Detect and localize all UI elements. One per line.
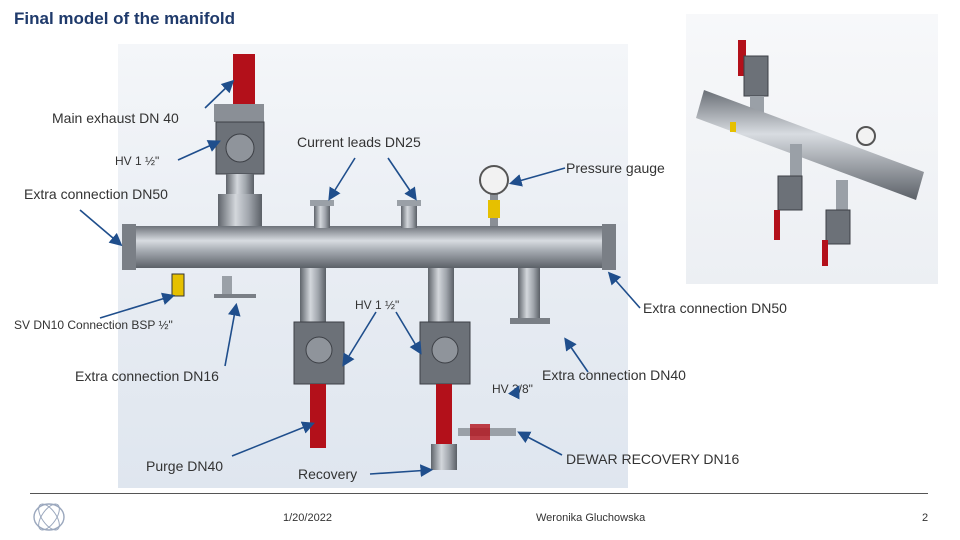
label-pressure-gauge: Pressure gauge <box>566 160 665 176</box>
label-extra-dn50-right: Extra connection DN50 <box>643 300 787 316</box>
label-hv-top: HV 1 ½" <box>115 154 160 168</box>
arrow-extra-dn50-left <box>79 209 123 247</box>
label-dewar-recovery: DEWAR RECOVERY DN16 <box>566 451 740 467</box>
footer-page-number: 2 <box>922 512 929 524</box>
label-extra-dn40: Extra connection DN40 <box>542 367 686 383</box>
label-purge: Purge DN40 <box>146 458 224 474</box>
manifold-front-view-image <box>118 44 628 488</box>
label-extra-dn16: Extra connection DN16 <box>75 368 219 384</box>
label-hv-3-8: HV 3/8" <box>492 382 533 396</box>
label-sv-dn10: SV DN10 Connection BSP ½" <box>14 318 173 332</box>
label-hv-middle: HV 1 ½" <box>355 298 400 312</box>
manifold-isometric-view-image <box>686 14 938 284</box>
footer-divider <box>30 493 928 494</box>
label-current-leads: Current leads DN25 <box>297 134 421 150</box>
label-extra-dn50-left: Extra connection DN50 <box>24 186 168 202</box>
footer-date: 1/20/2022 <box>283 512 332 524</box>
cern-logo-icon <box>30 500 68 534</box>
label-recovery: Recovery <box>298 466 358 482</box>
manifold-front-view-drawing <box>122 54 616 470</box>
slide-title: Final model of the manifold <box>14 9 235 28</box>
manifold-isometric-drawing <box>696 40 924 266</box>
label-main-exhaust: Main exhaust DN 40 <box>52 110 179 126</box>
footer-author: Weronika Gluchowska <box>536 512 646 524</box>
